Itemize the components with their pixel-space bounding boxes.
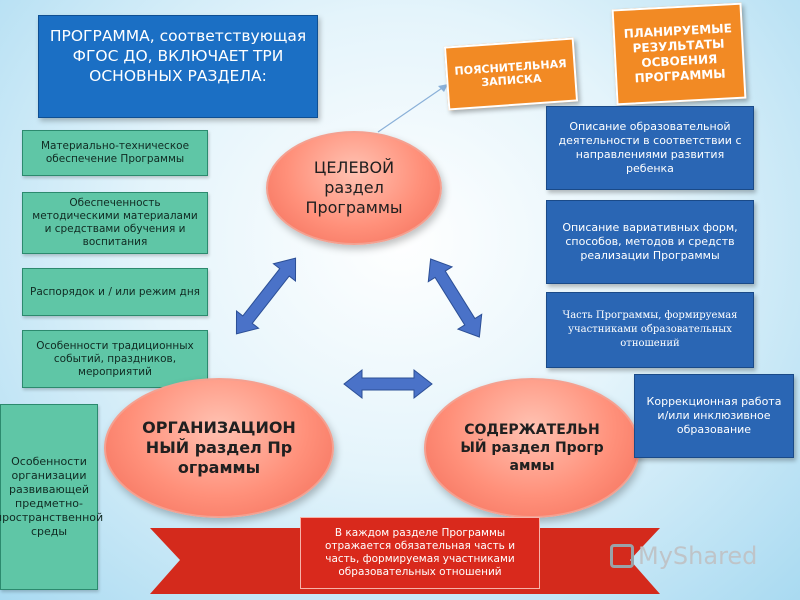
env-item: Особенности организации развивающей пред…	[0, 404, 103, 590]
watermark-logo: MyShared	[610, 538, 770, 574]
logo-text: MyShared	[638, 542, 758, 570]
footer-note: В каждом разделе Программы отражается об…	[300, 517, 540, 589]
logo-icon	[610, 544, 634, 568]
connector-arrowhead	[438, 84, 448, 92]
section-content-label: СОДЕРЖАТЕЛЬНЫЙ раздел Программы	[460, 422, 604, 474]
left-item-methodical: Обеспеченность методическими материалами…	[22, 192, 208, 254]
right-item-forms: Описание вариативных форм, способов, мет…	[546, 200, 754, 284]
connector-line	[377, 83, 449, 133]
left-item-material: Материально-техническое обеспечение Прог…	[22, 130, 208, 176]
section-organizational: ОРГАНИЗАЦИОННЫЙ раздел Программы	[104, 378, 334, 518]
right-item-educational: Описание образовательной деятельности в …	[546, 106, 754, 190]
section-target: ЦЕЛЕВОЙ раздел Программы	[266, 131, 442, 245]
double-arrow-bottom	[343, 368, 433, 400]
right-item-part: Часть Программы, формируемая участниками…	[546, 292, 754, 368]
program-title: ПРОГРАММА, соответствующая ФГОС ДО, ВКЛЮ…	[38, 15, 318, 118]
planned-results: ПЛАНИРУЕМЫЕ РЕЗУЛЬТАТЫ ОСВОЕНИЯ ПРОГРАММ…	[611, 2, 747, 106]
left-item-schedule: Распорядок и / или режим дня	[22, 268, 208, 316]
section-organizational-label: ОРГАНИЗАЦИОННЫЙ раздел Программы	[142, 418, 296, 477]
section-target-label: ЦЕЛЕВОЙ раздел Программы	[305, 158, 403, 217]
right-item-correction: Коррекционная работа и/или инклюзивное о…	[634, 374, 794, 458]
explanatory-note: ПОЯСНИТЕЛЬНАЯ ЗАПИСКА	[443, 37, 579, 111]
left-item-events: Особенности традиционных событий, праздн…	[22, 330, 208, 388]
double-arrow-left	[235, 257, 297, 335]
double-arrow-right	[427, 258, 483, 338]
section-content: СОДЕРЖАТЕЛЬНЫЙ раздел Программы	[424, 378, 640, 518]
